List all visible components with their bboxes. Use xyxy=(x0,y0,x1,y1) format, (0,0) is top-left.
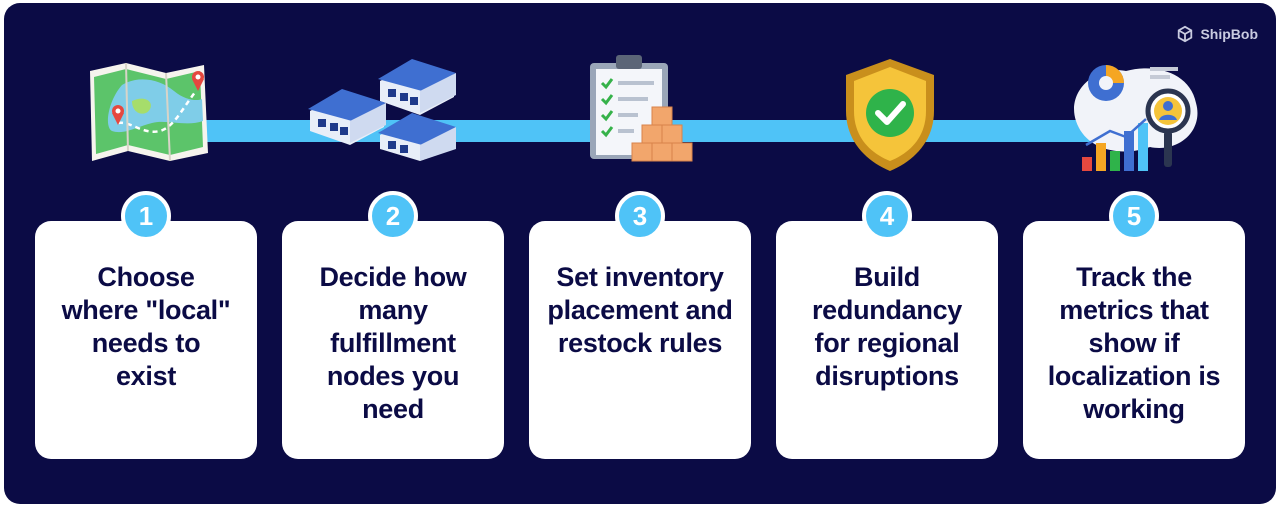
step-text-3: Set inventory placement and restock rule… xyxy=(547,262,733,358)
map-icon xyxy=(82,61,212,165)
step-card-2: Decide how many fulfillment nodes you ne… xyxy=(282,221,504,459)
step-number-badge-3: 3 xyxy=(615,191,665,241)
brand-name: ShipBob xyxy=(1200,26,1258,42)
shield-check-icon xyxy=(842,57,938,173)
brand-logo: ShipBob xyxy=(1176,25,1258,43)
step-number-badge-4: 4 xyxy=(862,191,912,241)
warehouses-icon xyxy=(304,45,464,161)
step-card-4: Build redundancy for regional disruption… xyxy=(776,221,998,459)
infographic-panel: ShipBob xyxy=(4,3,1276,504)
analytics-icon xyxy=(1066,61,1206,173)
step-card-1: Choose where "local" needs to exist xyxy=(35,221,257,459)
step-text-2: Decide how many fulfillment nodes you ne… xyxy=(319,262,467,424)
step-number-badge-5: 5 xyxy=(1109,191,1159,241)
clipboard-boxes-icon xyxy=(588,53,700,171)
step-text-5: Track the metrics that show if localizat… xyxy=(1047,262,1221,424)
step-text-4: Build redundancy for regional disruption… xyxy=(811,262,963,391)
cube-icon xyxy=(1178,25,1193,43)
step-text-1: Choose where "local" needs to exist xyxy=(61,262,231,391)
step-number-badge-2: 2 xyxy=(368,191,418,241)
step-number-badge-1: 1 xyxy=(121,191,171,241)
step-card-3: Set inventory placement and restock rule… xyxy=(529,221,751,459)
step-card-5: Track the metrics that show if localizat… xyxy=(1023,221,1245,459)
